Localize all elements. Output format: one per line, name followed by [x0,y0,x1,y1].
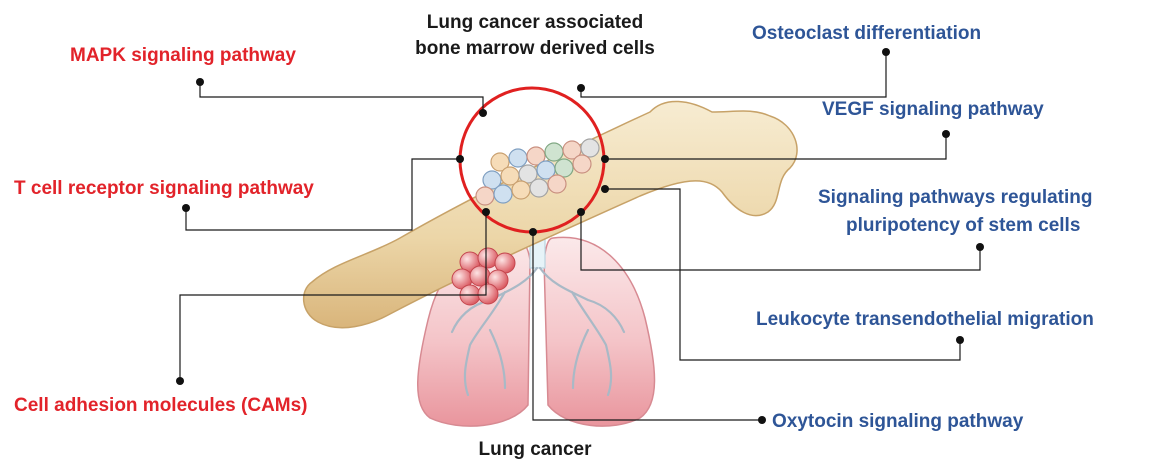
label-leukocyte: Leukocyte transendothelial migration [756,308,1094,331]
label-vegf: VEGF signaling pathway [822,98,1044,121]
label-cams: Cell adhesion molecules (CAMs) [14,394,308,417]
header-line-2: bone marrow derived cells [410,37,660,60]
label-oxytocin: Oxytocin signaling pathway [772,410,1023,433]
label-stem-cells-2: pluripotency of stem cells [846,214,1080,237]
label-mapk: MAPK signaling pathway [70,44,296,67]
footer-label: Lung cancer [430,438,640,461]
header-line-1: Lung cancer associated [410,11,660,34]
label-tcell: T cell receptor signaling pathway [14,177,314,200]
label-osteoclast: Osteoclast differentiation [752,22,981,45]
label-stem-cells-1: Signaling pathways regulating [818,186,1092,209]
